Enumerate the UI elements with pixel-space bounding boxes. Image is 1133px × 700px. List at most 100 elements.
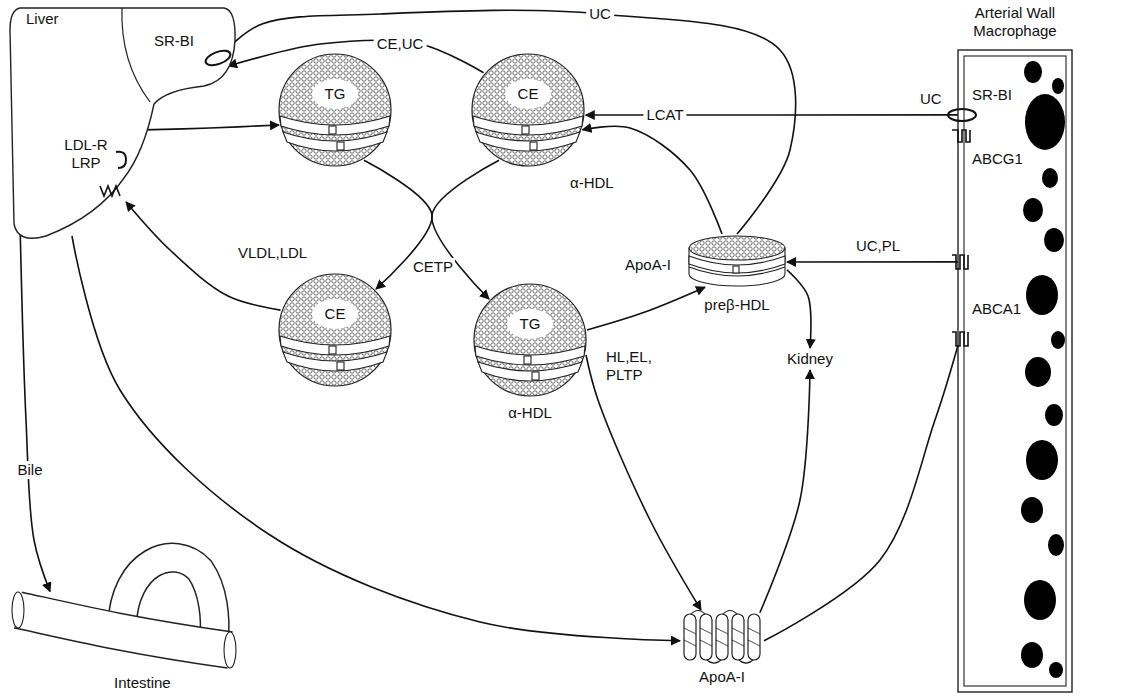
particle-name: α-HDL	[472, 404, 588, 422]
belt-clasp	[733, 266, 739, 273]
lipid-droplet	[1024, 580, 1056, 620]
alpha-helix	[748, 614, 760, 660]
connector-arrow	[764, 345, 958, 640]
connector-label: CE,UC	[374, 35, 427, 53]
belt-clasp	[530, 142, 537, 150]
receptor-label: LDL-R LRP	[60, 136, 112, 172]
liver-figure	[4, 2, 236, 242]
lipid-droplet	[1025, 357, 1051, 387]
helix-turn	[732, 628, 744, 646]
lipid-droplet	[1045, 404, 1063, 426]
intestine-end	[224, 632, 236, 668]
lipid-droplet	[1048, 534, 1064, 556]
lipid-droplet	[1044, 228, 1064, 252]
apolipoprotein-belt	[283, 352, 387, 371]
discoidal-particle: ApoA-Ipreβ-HDL	[687, 234, 787, 290]
apolipoprotein-belt	[475, 346, 585, 365]
connector-group	[20, 10, 958, 641]
connector-arrow	[226, 10, 796, 234]
protein-label: ApoA-I	[680, 668, 764, 686]
lipid-droplet	[1021, 497, 1043, 523]
intestine-tube-outline	[18, 610, 230, 650]
sr-bi-receptor	[948, 109, 976, 121]
cell-title: Arterial Wall Macrophage	[958, 4, 1072, 40]
belt-clasp	[522, 126, 529, 134]
organ-name: Kidney	[780, 350, 840, 368]
abca1-transporter	[952, 332, 968, 346]
sphere-figure	[472, 282, 588, 398]
lipoprotein-particle: TGα-HDL	[472, 282, 588, 398]
intestine-figure	[4, 540, 240, 696]
lipid-droplet	[1021, 642, 1043, 668]
connector-arrow	[787, 261, 958, 263]
apolipoprotein-belt	[283, 132, 387, 151]
receptor-label: ABCA1	[970, 300, 1023, 318]
apolipoprotein-belt	[473, 116, 583, 135]
liver-organ: LiverSR-BI LDL-R LRP	[4, 2, 236, 242]
helix-turn	[684, 628, 696, 646]
helix-turn	[748, 628, 760, 646]
particle-class-label: VLDL,LDL	[236, 244, 309, 262]
helix-turn	[716, 628, 728, 646]
lipoprotein-sphere	[474, 284, 586, 396]
intestine-end	[12, 592, 24, 628]
apolipoprotein-belt	[478, 362, 582, 381]
organ-label-box: Kidney	[780, 348, 840, 370]
apolipoprotein-belt	[689, 256, 785, 273]
connector-arrow	[432, 160, 499, 299]
apolipoprotein-belt	[476, 132, 580, 151]
core-label: TG	[472, 315, 588, 333]
lipid-droplet	[1051, 331, 1065, 349]
particle-name: α-HDL	[570, 174, 614, 192]
connector-arrow	[72, 236, 680, 641]
belt-clasp	[337, 362, 344, 370]
receptor-label: SR-BI	[970, 86, 1014, 104]
lipid-droplet	[1025, 94, 1065, 150]
core-label: TG	[277, 85, 393, 103]
organ-name: Liver	[26, 10, 59, 28]
macrophage-cell: Arterial Wall Macrophage	[958, 50, 1072, 692]
helix-figure	[680, 610, 764, 666]
lipid-droplet	[1024, 61, 1042, 83]
sphere-figure	[470, 52, 586, 168]
lipoprotein-particle: TG	[277, 52, 393, 168]
lipid-droplet	[1026, 275, 1058, 315]
ldl-receptor	[100, 186, 120, 196]
alpha-helix	[700, 614, 712, 660]
disc-top	[689, 236, 785, 260]
core-label: CE	[470, 85, 586, 103]
cell-membrane	[958, 50, 1072, 692]
belt-clasp	[524, 356, 531, 364]
connector-arrow	[787, 270, 811, 348]
connector-label: LCAT	[643, 106, 686, 124]
connector-arrow	[760, 370, 810, 613]
connector-arrow	[587, 287, 705, 330]
apolipoprotein-belt	[280, 336, 390, 355]
lipoprotein-sphere	[279, 274, 391, 386]
helix-turn	[700, 628, 712, 646]
lipoprotein-sphere	[279, 54, 391, 166]
lrp-receptor	[116, 152, 126, 168]
receptor-label: SR-BI	[154, 32, 194, 50]
lipid-droplet	[1049, 662, 1063, 678]
belt-clasp	[532, 372, 539, 380]
alpha-helix	[716, 614, 728, 660]
enzyme-label: CETP	[411, 258, 455, 276]
connector-label: UC,PL	[853, 237, 903, 255]
core-label: CE	[277, 305, 393, 323]
connector-arrow	[586, 114, 958, 116]
belt-clasp	[329, 346, 336, 354]
cell-membrane-inner	[964, 56, 1066, 686]
enzyme-label: HL,EL, PLTP	[604, 348, 662, 384]
particle-name: preβ-HDL	[687, 296, 787, 314]
belt-clasp	[329, 126, 336, 134]
apolipoprotein-belt	[280, 116, 390, 135]
apolipoprotein-belt	[689, 267, 785, 276]
lipid-droplet	[1042, 168, 1058, 188]
intestine-organ: Intestine	[4, 540, 240, 696]
lipoprotein-particle: CEα-HDL	[470, 52, 586, 168]
